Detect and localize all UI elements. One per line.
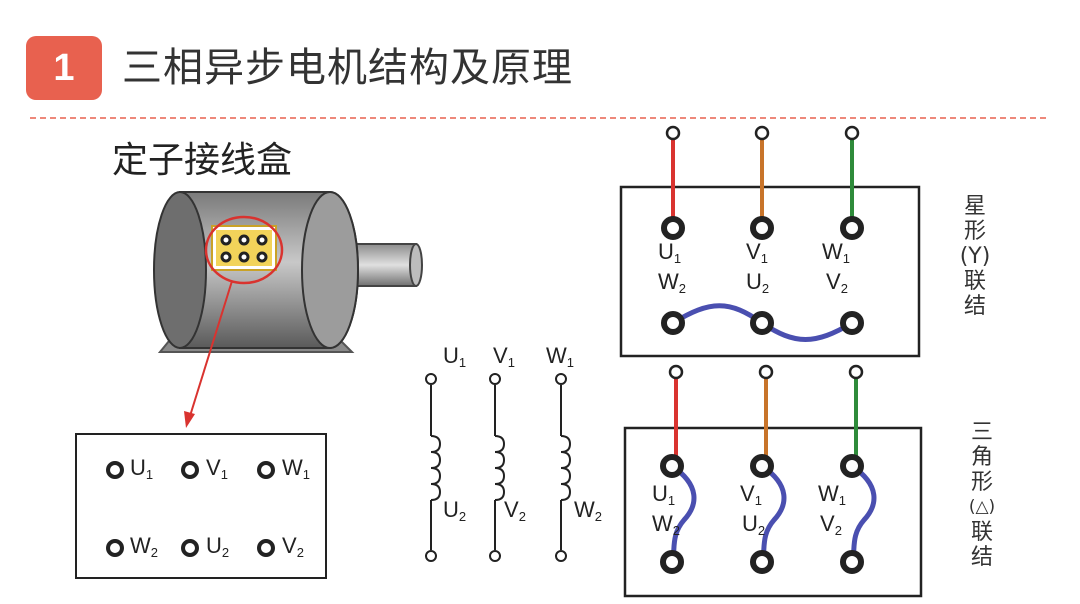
star-connection-diagram xyxy=(619,125,921,358)
page-title: 三相异步电机结构及原理 xyxy=(122,45,573,91)
winding-label-w2: W2 xyxy=(574,497,602,525)
motor-illustration xyxy=(153,191,423,353)
terminal-box-highlight-circle xyxy=(204,215,284,285)
star-label-w1: W1 xyxy=(822,239,850,267)
delta-label-w2: W2 xyxy=(652,511,680,539)
star-label-v2: V2 xyxy=(826,269,848,297)
winding-label-w1: W1 xyxy=(546,343,574,371)
winding-label-v2: V2 xyxy=(504,497,526,525)
winding-w xyxy=(555,373,572,562)
star-label-v1: V1 xyxy=(746,239,768,267)
pointer-arrow xyxy=(184,280,233,428)
winding-u xyxy=(425,373,442,562)
delta-connection-diagram xyxy=(623,364,923,598)
terminal-label-u2: U2 xyxy=(206,533,230,561)
section-number-badge: 1 xyxy=(26,36,102,100)
winding-label-u1: U1 xyxy=(443,343,467,371)
delta-label-v1: V1 xyxy=(740,481,762,509)
winding-label-v1: V1 xyxy=(493,343,515,371)
terminal-label-w1: W1 xyxy=(282,455,310,483)
delta-connection-caption: 三角形(△)联结 xyxy=(968,420,996,570)
terminal-label-v2: V2 xyxy=(282,533,304,561)
star-connection-caption: 星形(Y)联结 xyxy=(959,194,991,319)
delta-label-u2: U2 xyxy=(742,511,766,539)
winding-label-u2: U2 xyxy=(443,497,467,525)
star-label-u2: U2 xyxy=(746,269,770,297)
star-label-u1: U1 xyxy=(658,239,682,267)
delta-label-u1: U1 xyxy=(652,481,676,509)
winding-v xyxy=(489,373,506,562)
delta-label-w1: W1 xyxy=(818,481,846,509)
delta-label-v2: V2 xyxy=(820,511,842,539)
terminal-label-v1: V1 xyxy=(206,455,228,483)
terminal-box-posts xyxy=(106,461,275,557)
winding-schematic xyxy=(425,373,572,562)
subtitle-terminal-box: 定子接线盒 xyxy=(112,140,293,181)
star-label-w2: W2 xyxy=(658,269,686,297)
terminal-label-w2: W2 xyxy=(130,533,158,561)
terminal-label-u1: U1 xyxy=(130,455,154,483)
